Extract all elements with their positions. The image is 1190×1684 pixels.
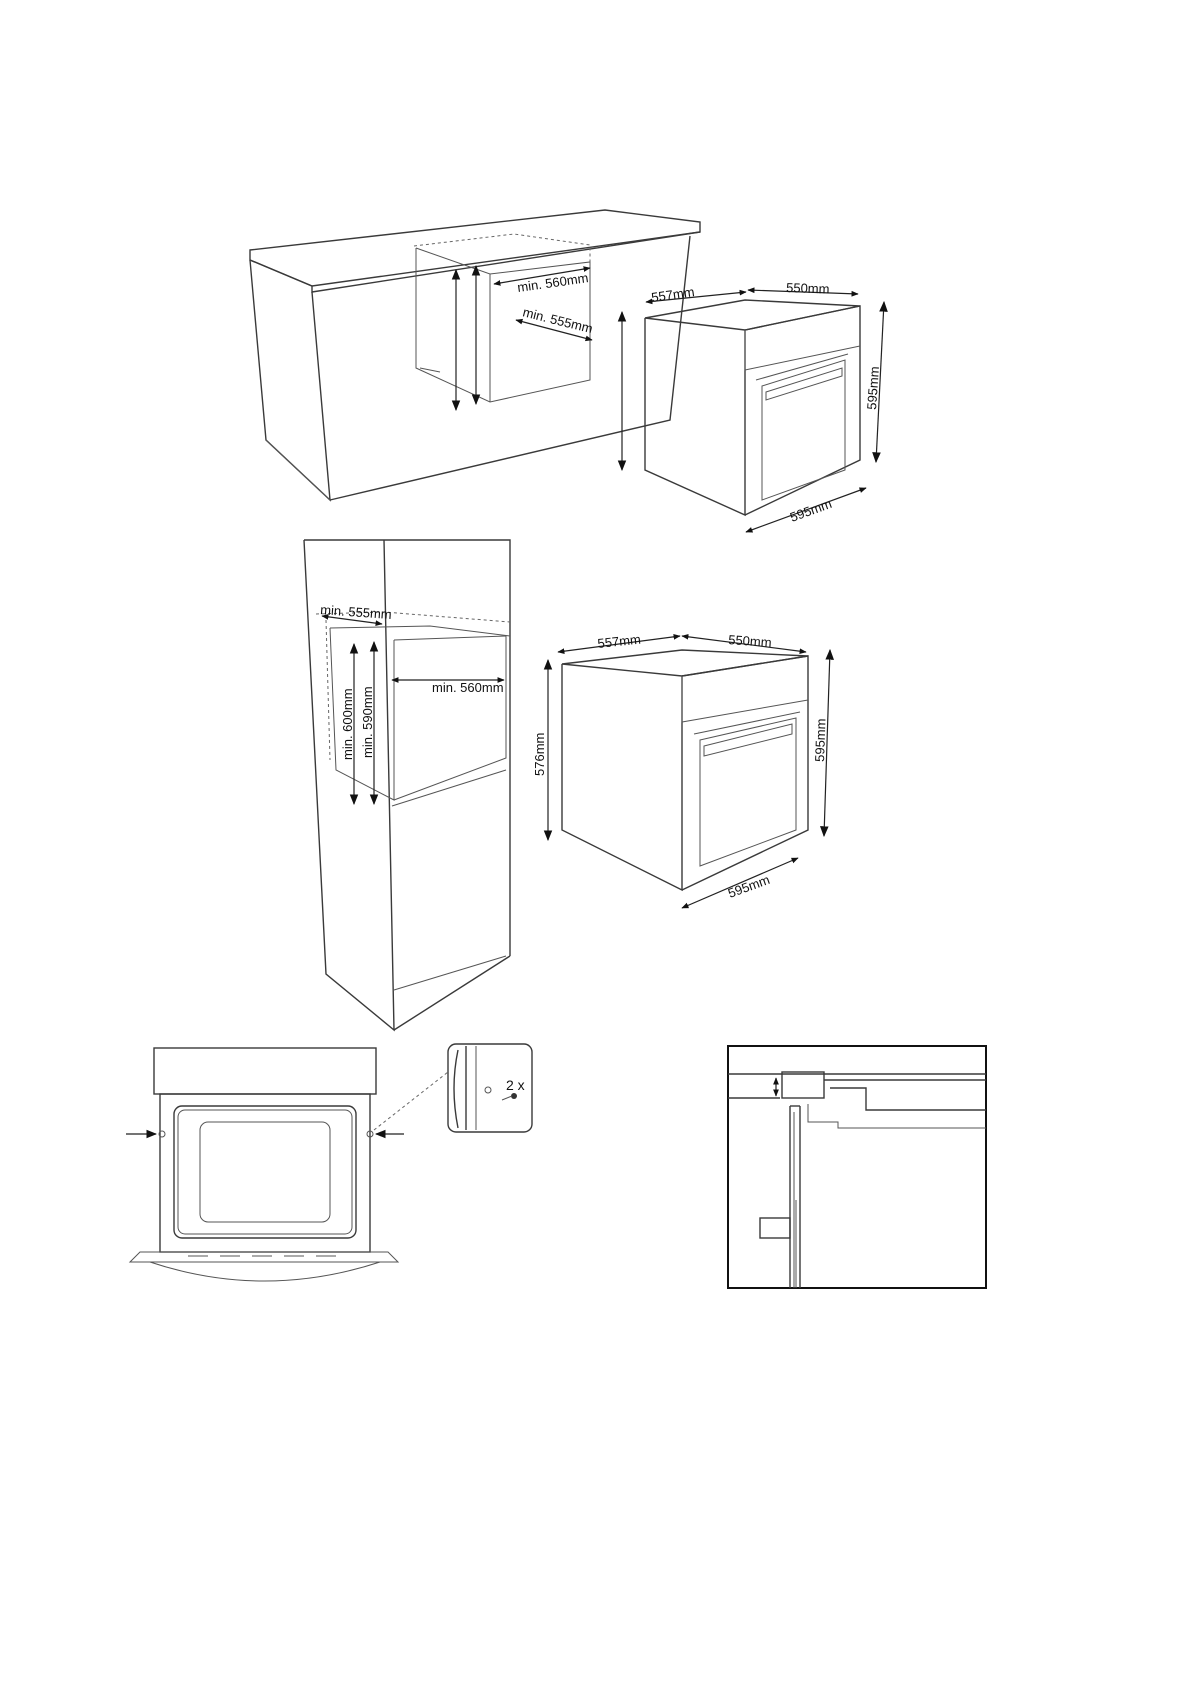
figure-2-tall-cabinet: min. 555mm min. 560mm min. 600mm min. 59… bbox=[303, 539, 835, 1032]
oven-1-height-label: 595mm bbox=[864, 366, 882, 410]
screw-icon bbox=[511, 1093, 517, 1099]
figure-4-cross-section bbox=[727, 1045, 987, 1289]
oven-1-top-width-label: 550mm bbox=[786, 280, 830, 297]
oven-2-dimension-arrows bbox=[543, 633, 835, 909]
oven-2-width-label: 595mm bbox=[726, 872, 772, 901]
oven-1-depth-label: 557mm bbox=[650, 284, 695, 305]
oven-2-body-height-label: 576mm bbox=[532, 733, 547, 776]
niche-dimension-arrows bbox=[451, 264, 593, 412]
oven-1 bbox=[644, 299, 861, 517]
figure-1-undercounter: min. 560mm min. 555mm 557mm 550mm 595mm … bbox=[249, 209, 888, 533]
cabinet-dimension-arrows bbox=[321, 614, 505, 806]
kitchen-counter bbox=[249, 209, 701, 502]
screw-count-label: 2 x bbox=[506, 1077, 525, 1093]
screw-detail-callout bbox=[447, 1043, 533, 1133]
oven-2 bbox=[561, 649, 809, 892]
cabinet-inner-height-label: min. 590mm bbox=[360, 686, 375, 758]
oven-2-top-width-label: 550mm bbox=[728, 632, 772, 650]
oven-front-view bbox=[128, 1047, 400, 1282]
cabinet-outer-height-label: min. 600mm bbox=[340, 688, 355, 760]
oven-1-dimension-arrows bbox=[617, 287, 888, 533]
cabinet-depth-label: min. 555mm bbox=[320, 602, 392, 622]
oven-1-width-label: 595mm bbox=[788, 496, 834, 525]
oven-2-depth-label: 557mm bbox=[597, 632, 642, 651]
cabinet-width-label: min. 560mm bbox=[432, 680, 504, 695]
oven-2-height-label: 595mm bbox=[812, 718, 829, 762]
tall-cabinet bbox=[303, 539, 511, 1032]
figure-3-front-fixing: 2 x bbox=[126, 1043, 533, 1282]
section-frame bbox=[727, 1045, 987, 1289]
